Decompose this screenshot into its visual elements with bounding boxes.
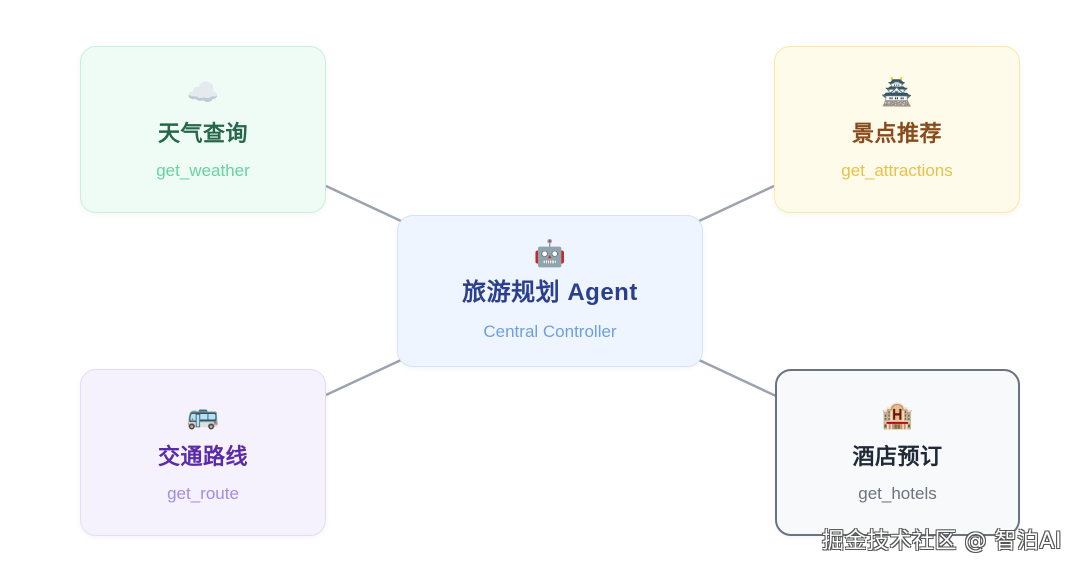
cloud-icon: ☁️ [186, 77, 220, 108]
central-agent-node[interactable]: 🤖 旅游规划 Agent Central Controller [397, 215, 703, 367]
hotel-icon: 🏨 [881, 400, 914, 431]
connector-hotels [698, 358, 777, 398]
agent-role: Central Controller [483, 322, 617, 341]
agent-title: 旅游规划 Agent [462, 279, 638, 306]
tool-node-hotels[interactable]: 🏨 酒店预订 get_hotels [775, 369, 1020, 536]
connector-weather [325, 184, 402, 223]
tool-node-weather[interactable]: ☁️ 天气查询 get_weather [80, 46, 326, 213]
node-function-name: get_attractions [841, 160, 953, 180]
node-title: 交通路线 [157, 443, 248, 469]
watermark: 掘金技术社区 @ 智泊AI [821, 529, 1062, 554]
node-title: 景点推荐 [851, 120, 942, 146]
robot-icon: 🤖 [533, 239, 567, 269]
node-function-name: get_route [167, 483, 239, 503]
tool-node-route[interactable]: 🚌 交通路线 get_route [80, 369, 326, 536]
connector-route [325, 358, 402, 397]
bus-icon: 🚌 [186, 400, 220, 431]
node-function-name: get_hotels [858, 483, 937, 503]
connector-attractions [698, 184, 775, 223]
tool-node-attractions[interactable]: 🏯 景点推荐 get_attractions [774, 46, 1020, 213]
node-title: 酒店预订 [852, 443, 943, 469]
node-function-name: get_weather [156, 160, 250, 180]
node-title: 天气查询 [157, 120, 248, 146]
castle-icon: 🏯 [880, 77, 914, 108]
